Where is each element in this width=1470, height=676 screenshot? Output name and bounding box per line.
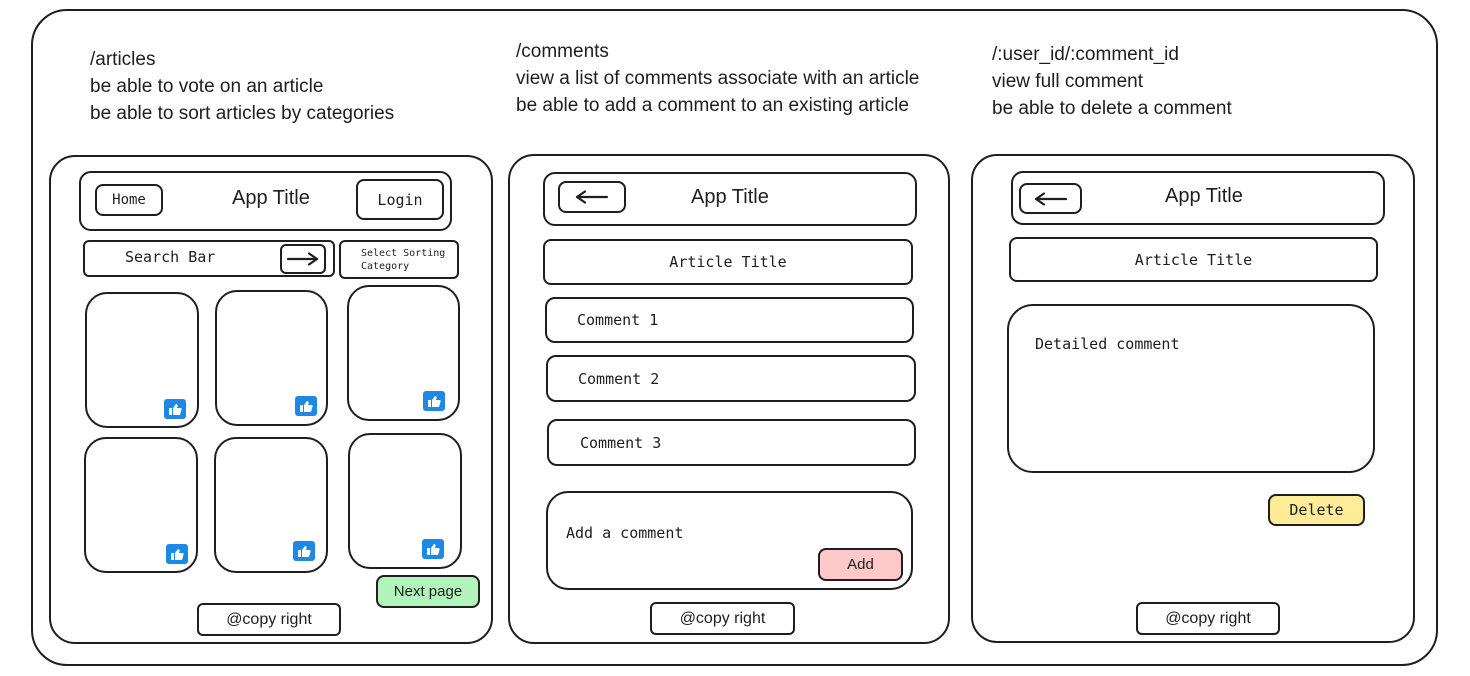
- home-button[interactable]: Home: [95, 184, 163, 216]
- comment-detail-notes: /:user_id/:comment_id view full comment …: [992, 41, 1232, 122]
- comments-article-title: Article Title: [543, 239, 913, 285]
- articles-app-title: App Title: [232, 187, 310, 209]
- detailed-comment-text: Detailed comment: [1035, 335, 1180, 353]
- articles-note-2: be able to sort articles by categories: [90, 103, 395, 124]
- search-submit-button[interactable]: [280, 244, 326, 274]
- articles-note-1: be able to vote on an article: [90, 76, 324, 97]
- thumbs-up-icon[interactable]: [422, 539, 444, 559]
- thumbs-up-icon[interactable]: [423, 391, 445, 411]
- articles-notes: /articles be able to vote on an article …: [90, 46, 394, 127]
- detailed-comment-box: [1007, 304, 1375, 473]
- back-button[interactable]: [558, 181, 626, 213]
- arrow-right-icon: [286, 252, 319, 266]
- search-bar-label: Search Bar: [125, 248, 216, 266]
- arrow-left-icon: [1034, 191, 1067, 206]
- comment-detail-note-route: /:user_id/:comment_id: [992, 44, 1179, 65]
- comments-copyright: @copy right: [650, 602, 795, 635]
- sorting-category-select[interactable]: Select Sorting Category: [339, 240, 459, 279]
- articles-note-route: /articles: [90, 49, 156, 70]
- arrow-left-icon: [575, 190, 609, 204]
- comment-detail-app-title: App Title: [1165, 185, 1243, 207]
- comment-item[interactable]: Comment 1: [545, 297, 914, 343]
- login-button[interactable]: Login: [356, 179, 444, 220]
- comment-item[interactable]: Comment 3: [547, 419, 916, 466]
- comment-item[interactable]: Comment 2: [546, 355, 916, 402]
- delete-button[interactable]: Delete: [1268, 494, 1365, 526]
- comment-detail-article-title: Article Title: [1009, 237, 1378, 282]
- comments-notes: /comments view a list of comments associ…: [516, 38, 919, 119]
- article-card[interactable]: [215, 290, 328, 426]
- comments-note-route: /comments: [516, 41, 609, 62]
- thumbs-up-icon[interactable]: [164, 399, 186, 419]
- add-button[interactable]: Add: [818, 548, 903, 581]
- next-page-button[interactable]: Next page: [376, 575, 480, 608]
- thumbs-up-icon[interactable]: [293, 541, 315, 561]
- article-card[interactable]: [348, 433, 462, 569]
- thumbs-up-icon[interactable]: [166, 544, 188, 564]
- article-card[interactable]: [85, 292, 199, 428]
- comments-note-1: view a list of comments associate with a…: [516, 68, 920, 89]
- comments-app-title: App Title: [691, 186, 769, 208]
- articles-copyright: @copy right: [197, 603, 341, 636]
- comment-detail-copyright: @copy right: [1136, 602, 1280, 635]
- comments-note-2: be able to add a comment to an existing …: [516, 95, 909, 116]
- add-comment-placeholder: Add a comment: [566, 524, 684, 542]
- article-card[interactable]: [84, 437, 198, 573]
- article-card[interactable]: [214, 437, 328, 573]
- comment-detail-note-2: be able to delete a comment: [992, 98, 1232, 119]
- comment-detail-note-1: view full comment: [992, 71, 1143, 92]
- back-button[interactable]: [1019, 183, 1082, 214]
- article-card[interactable]: [347, 285, 460, 421]
- thumbs-up-icon[interactable]: [295, 396, 317, 416]
